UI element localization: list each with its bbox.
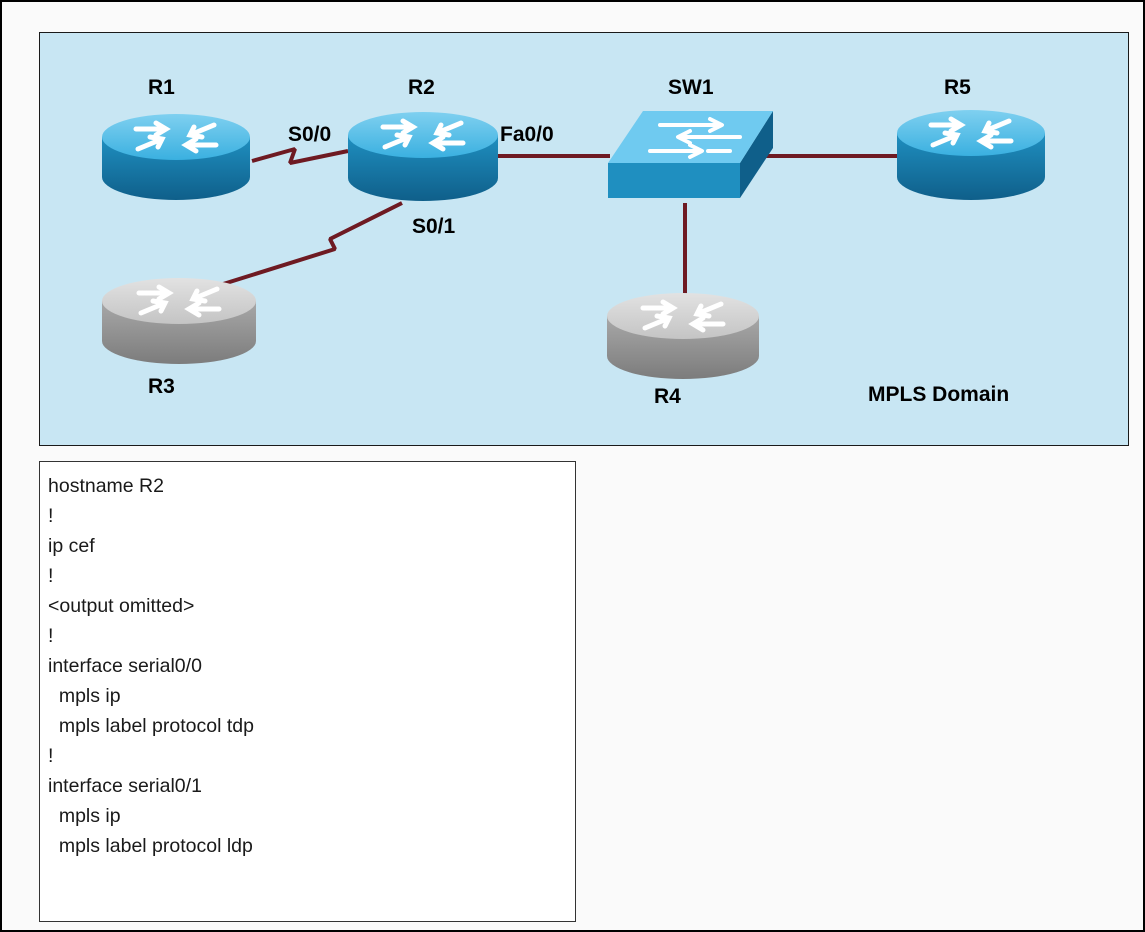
topology-drawing xyxy=(102,110,1045,379)
router-r3-label: R3 xyxy=(148,375,175,398)
mpls-domain-label: MPLS Domain xyxy=(868,383,1010,406)
router-r1-label: R1 xyxy=(148,76,175,99)
router-r5-label: R5 xyxy=(944,76,971,99)
network-topology-diagram: R1 R2 SW1 R5 R3 R4 S0/0 Fa0/0 S0/1 MPLS … xyxy=(39,32,1129,446)
router-r3-icon xyxy=(102,278,256,364)
config-line: ip cef xyxy=(48,535,95,557)
config-line: mpls label protocol tdp xyxy=(48,715,254,737)
config-line: <output omitted> xyxy=(48,595,195,617)
config-line: mpls label protocol ldp xyxy=(48,835,253,857)
config-line: ! xyxy=(48,565,54,587)
router-r4-label: R4 xyxy=(654,385,681,408)
config-line: interface serial0/1 xyxy=(48,775,202,797)
config-line: hostname R2 xyxy=(48,475,164,497)
config-line: ! xyxy=(48,745,54,767)
config-line: ! xyxy=(48,505,54,527)
interface-s0-1-label: S0/1 xyxy=(412,215,456,238)
interface-s0-0-label: S0/0 xyxy=(288,123,332,146)
interface-fa0-0-label: Fa0/0 xyxy=(500,123,554,146)
router-r5-icon xyxy=(897,110,1045,200)
config-line: mpls ip xyxy=(48,805,121,827)
router-r1-icon xyxy=(102,114,250,200)
config-line: mpls ip xyxy=(48,685,121,707)
r2-config-box: hostname R2 ! ip cef ! <output omitted> … xyxy=(39,461,576,922)
config-line: ! xyxy=(48,625,54,647)
switch-sw1-label: SW1 xyxy=(668,76,714,99)
switch-sw1-icon xyxy=(608,111,773,198)
link-r2-r3-serial xyxy=(219,201,403,287)
router-r2-label: R2 xyxy=(408,76,435,99)
router-r4-icon xyxy=(607,293,759,379)
router-r2-icon xyxy=(348,112,498,201)
config-line: interface serial0/0 xyxy=(48,655,202,677)
link-r1-r2-serial xyxy=(251,147,349,165)
